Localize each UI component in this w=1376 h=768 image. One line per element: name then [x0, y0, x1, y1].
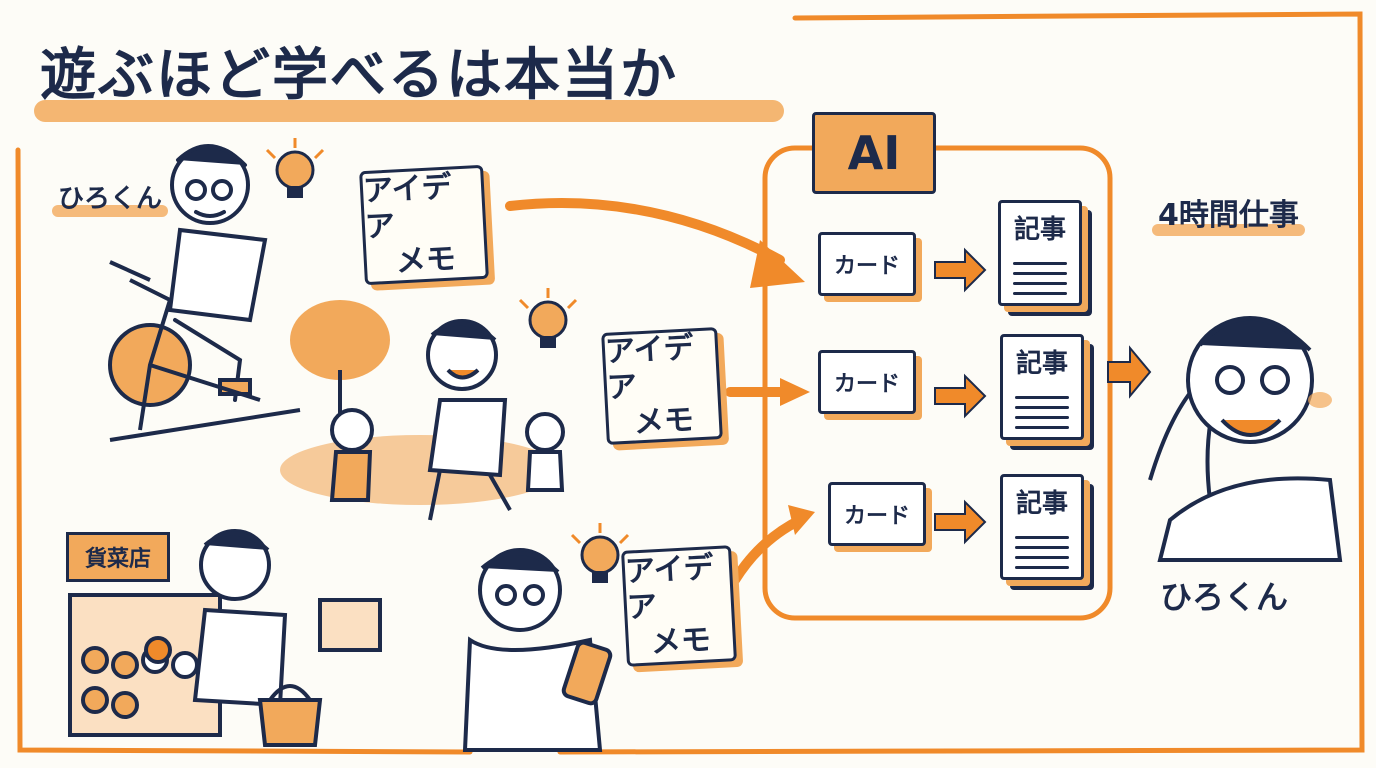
person-with-phone: [462, 548, 603, 752]
memo-line1: アイデア: [362, 169, 453, 246]
relaxed-person: [1148, 316, 1343, 562]
arrowheads: [750, 240, 815, 535]
article-label: 記事: [1015, 349, 1068, 379]
lightbulb-icon: [570, 523, 630, 583]
idea-memo-1: アイデア メモ: [359, 164, 489, 286]
work-time-label: 4時間仕事: [1152, 190, 1305, 236]
page-title: 遊ぶほど学べるは本当か: [40, 43, 678, 108]
idea-memo-3: アイデア メモ: [621, 545, 737, 667]
article-3: 記事: [1000, 474, 1084, 580]
title-highlight: [34, 100, 784, 122]
lightbulb-icon: [518, 288, 578, 348]
ai-box: AI: [812, 112, 936, 194]
card-1: カード: [818, 232, 916, 296]
article-2: 記事: [1000, 334, 1084, 440]
memo-line2: メモ: [394, 241, 457, 280]
memo-line2: メモ: [649, 622, 712, 661]
idea-memo-2: アイデア メモ: [601, 327, 723, 445]
person-name-label: ひろくん: [58, 184, 163, 214]
article-lines: [1015, 389, 1069, 436]
article-1: 記事: [998, 200, 1082, 306]
park-scene: [280, 300, 565, 521]
memo-line2: メモ: [632, 402, 695, 441]
shopping-basket-icon: [257, 684, 323, 747]
memo-line1: アイデア: [624, 550, 715, 626]
exercise-bike-icon: [108, 260, 301, 442]
article-lines: [1015, 529, 1069, 576]
article-label: 記事: [1013, 215, 1066, 245]
person-name-top: ひろくん: [52, 178, 169, 217]
memo-line1: アイデア: [604, 330, 695, 406]
article-lines: [1013, 255, 1067, 302]
frame-left: [15, 147, 473, 755]
store-sign: 貨菜店: [66, 532, 170, 582]
card-2: カード: [818, 350, 916, 414]
person-name-bottom: ひろくん: [1160, 578, 1289, 616]
person-on-bike: [167, 144, 268, 402]
article-label: 記事: [1015, 489, 1068, 519]
frame-right: [557, 11, 1365, 755]
work-time-text: 4時間仕事: [1158, 198, 1299, 233]
smartphone-icon: [561, 640, 613, 706]
lightbulb-icon: [265, 138, 325, 198]
card-3: カード: [828, 482, 926, 546]
grocery-scene: [68, 529, 382, 737]
arrow-right-icon: [934, 247, 1152, 545]
